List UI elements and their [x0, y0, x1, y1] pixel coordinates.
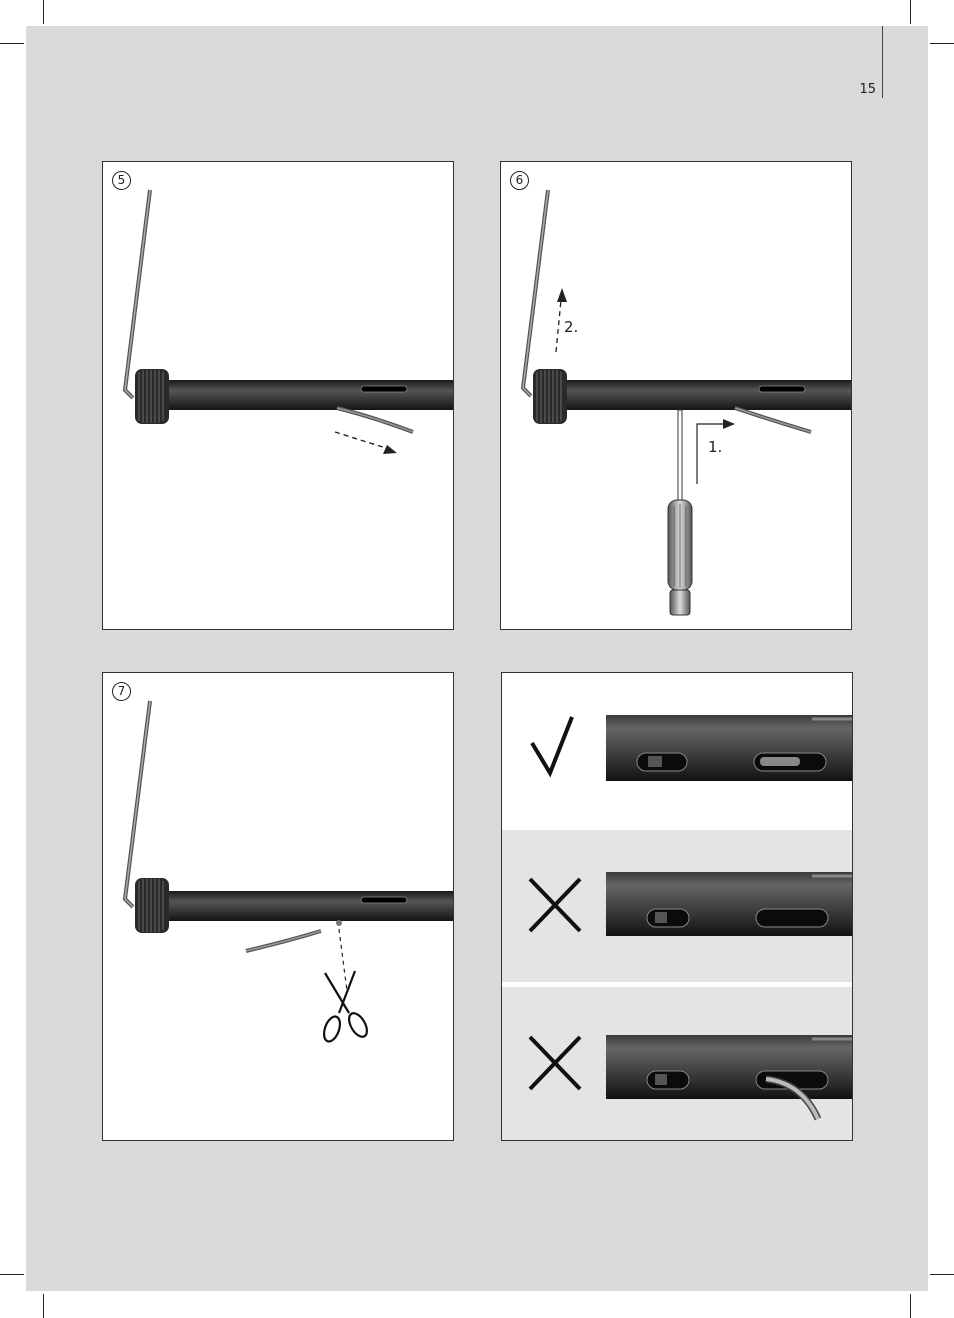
- step-6-panel: 2. 1. 6: [500, 161, 852, 630]
- step-5-panel: 5: [102, 161, 454, 630]
- arrow-2-label: 2.: [564, 318, 578, 336]
- crop-mark: [0, 1274, 24, 1275]
- slot-left: [647, 1071, 689, 1089]
- page-number-rule: [882, 26, 883, 98]
- cross-icon: [530, 1037, 580, 1089]
- comparison-row-wrong-1: [530, 872, 853, 936]
- crop-mark: [910, 0, 911, 24]
- step-number: 5: [112, 171, 131, 190]
- end-cap: [135, 369, 169, 424]
- crop-mark: [43, 1294, 44, 1318]
- tube: [163, 891, 454, 921]
- step-number: 7: [112, 682, 131, 701]
- pull-arrow-line: [335, 432, 389, 449]
- screwdriver-shaft: [678, 410, 682, 502]
- comparison-row-wrong-2: [530, 1035, 853, 1119]
- tube: [163, 380, 454, 410]
- comparison-panel: [501, 672, 853, 1141]
- crop-mark: [930, 1274, 954, 1275]
- crop-mark: [0, 43, 24, 44]
- slot-right-empty: [756, 909, 828, 927]
- step-7-panel: 7: [102, 672, 454, 1141]
- check-icon: [532, 717, 572, 773]
- crop-mark: [930, 43, 954, 44]
- arrow-1-label: 1.: [708, 438, 722, 456]
- comparison-row-correct: [532, 715, 853, 781]
- end-cap: [135, 878, 169, 933]
- scissors-icon: [321, 971, 371, 1044]
- cut-line: [339, 929, 347, 991]
- pull-arrow-head: [383, 445, 397, 454]
- slot: [361, 386, 407, 392]
- slot-left: [647, 909, 689, 927]
- screwdriver-end: [670, 590, 690, 615]
- crop-mark: [910, 1294, 911, 1318]
- arrow-2-head: [557, 288, 567, 302]
- cross-icon: [530, 879, 580, 931]
- tube: [561, 380, 852, 410]
- end-cap: [533, 369, 567, 424]
- crop-mark: [43, 0, 44, 24]
- arrow-2-line: [556, 300, 561, 352]
- arrow-1-head: [723, 419, 735, 429]
- step-number: 6: [510, 171, 529, 190]
- page-number: 15: [846, 82, 876, 97]
- step-5-illustration: [103, 162, 454, 630]
- cable-stub: [336, 920, 342, 926]
- slot: [361, 897, 407, 903]
- slot: [759, 386, 805, 392]
- comparison-illustration: [502, 673, 853, 1141]
- step-6-illustration: 2. 1.: [501, 162, 852, 630]
- step-7-illustration: [103, 673, 454, 1141]
- cable-flush: [760, 757, 800, 766]
